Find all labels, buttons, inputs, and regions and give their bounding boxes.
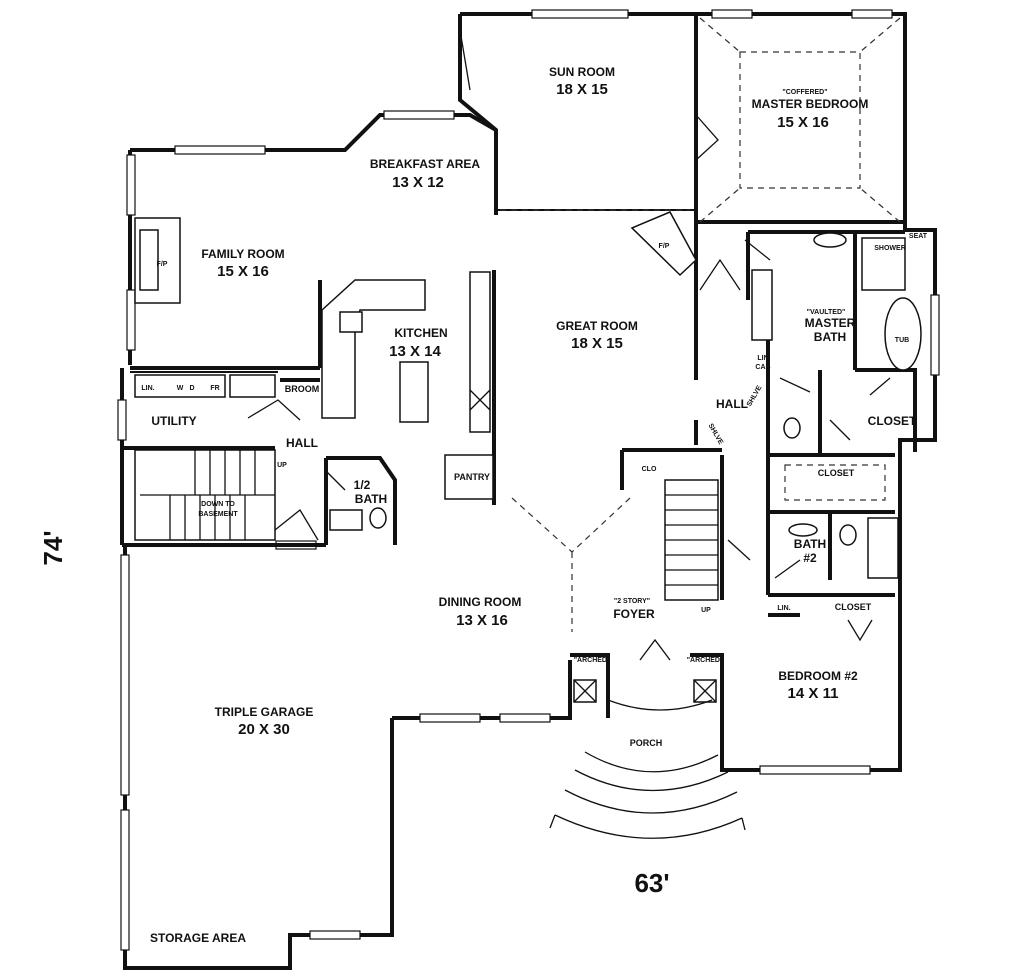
broom-label: BROOM: [285, 384, 320, 394]
windows: [117, 9, 940, 951]
breakfast-size: 13 X 12: [392, 174, 444, 191]
bedroom2-label: BEDROOM #2: [778, 669, 858, 683]
master-bedroom-label: MASTER BEDROOM: [752, 97, 869, 111]
family-room-label: FAMILY ROOM: [201, 247, 284, 261]
up-foyer-label: UP: [701, 607, 711, 614]
half-bath-label: 1/2: [354, 478, 371, 492]
shelve-label-2: SHLVE: [707, 423, 725, 447]
closet-bed2-label: CLOSET: [835, 602, 872, 612]
closet-master-label: CLOSET: [868, 414, 917, 428]
linen-utility-label: LIN.: [141, 385, 154, 392]
fireplace-great-label: F/P: [659, 243, 670, 250]
foyer-stairs: [664, 479, 719, 601]
washer-label: W: [177, 385, 184, 392]
tub-label: TUB: [895, 337, 909, 344]
interior-walls: [122, 14, 917, 718]
fixtures: [134, 211, 922, 703]
foyer-label: FOYER: [613, 607, 655, 621]
seat-label: SEAT: [909, 233, 928, 240]
bath2-label-2: #2: [803, 551, 817, 565]
great-room-size: 18 X 15: [571, 335, 623, 352]
dining-room-size: 13 X 16: [456, 612, 508, 629]
basement-label-2: BASEMENT: [198, 511, 238, 518]
up-left-label: UP: [277, 462, 287, 469]
sun-room-label: SUN ROOM: [549, 65, 615, 79]
freezer-label: FR: [210, 385, 219, 392]
foyer-note: "2 STORY": [614, 598, 650, 605]
lin-cab-label-2: CAB: [755, 364, 770, 371]
sun-room-size: 18 X 15: [556, 81, 608, 98]
arched-left-label: "ARCHED": [574, 657, 611, 664]
closet-foyer-label: CLO: [642, 466, 657, 473]
breakfast-label: BREAKFAST AREA: [370, 157, 481, 171]
lin-cab-label: LIN: [757, 355, 768, 362]
shelve-label-1: SHLVE: [746, 384, 764, 408]
hall-left-label: HALL: [286, 436, 318, 450]
shower-label: SHOWER: [874, 245, 906, 252]
hall-right-label: HALL: [716, 397, 748, 411]
utility-label: UTILITY: [151, 414, 196, 428]
dining-room-label: DINING ROOM: [439, 595, 522, 609]
left-stairs: [134, 449, 276, 541]
lin-bed-label: LIN.: [777, 605, 790, 612]
dryer-label: D: [189, 385, 194, 392]
room-labels: SUN ROOM 18 X 15 "COFFERED" MASTER BEDRO…: [150, 65, 917, 945]
garage-label: TRIPLE GARAGE: [215, 705, 314, 719]
master-bedroom-note: "COFFERED": [782, 89, 827, 96]
master-bath-label: MASTER: [805, 316, 856, 330]
bath2-label: BATH: [794, 537, 826, 551]
pantry-label: PANTRY: [454, 472, 490, 482]
family-room-size: 15 X 16: [217, 263, 269, 280]
depth-dimension: 74': [38, 530, 68, 565]
dashed-outlines: [399, 17, 901, 632]
bedroom2-size: 14 X 11: [788, 685, 839, 702]
porch: [549, 699, 746, 839]
master-bath-label-2: BATH: [814, 330, 846, 344]
basement-label: DOWN TO: [201, 501, 235, 508]
arched-right-label: "ARCHED": [687, 657, 724, 664]
great-room-label: GREAT ROOM: [556, 319, 638, 333]
doors: [247, 29, 891, 661]
half-bath-label-2: BATH: [355, 492, 387, 506]
kitchen-label: KITCHEN: [394, 326, 447, 340]
storage-label: STORAGE AREA: [150, 931, 246, 945]
fireplace-family-label: F/P: [157, 261, 168, 268]
master-bath-note: "VAULTED": [807, 309, 846, 316]
garage-size: 20 X 30: [238, 721, 290, 738]
master-bedroom-size: 15 X 16: [777, 114, 829, 131]
closet-walk-label: CLOSET: [818, 468, 855, 478]
porch-label: PORCH: [630, 738, 663, 748]
kitchen-size: 13 X 14: [389, 343, 441, 360]
width-dimension: 63': [634, 868, 669, 898]
